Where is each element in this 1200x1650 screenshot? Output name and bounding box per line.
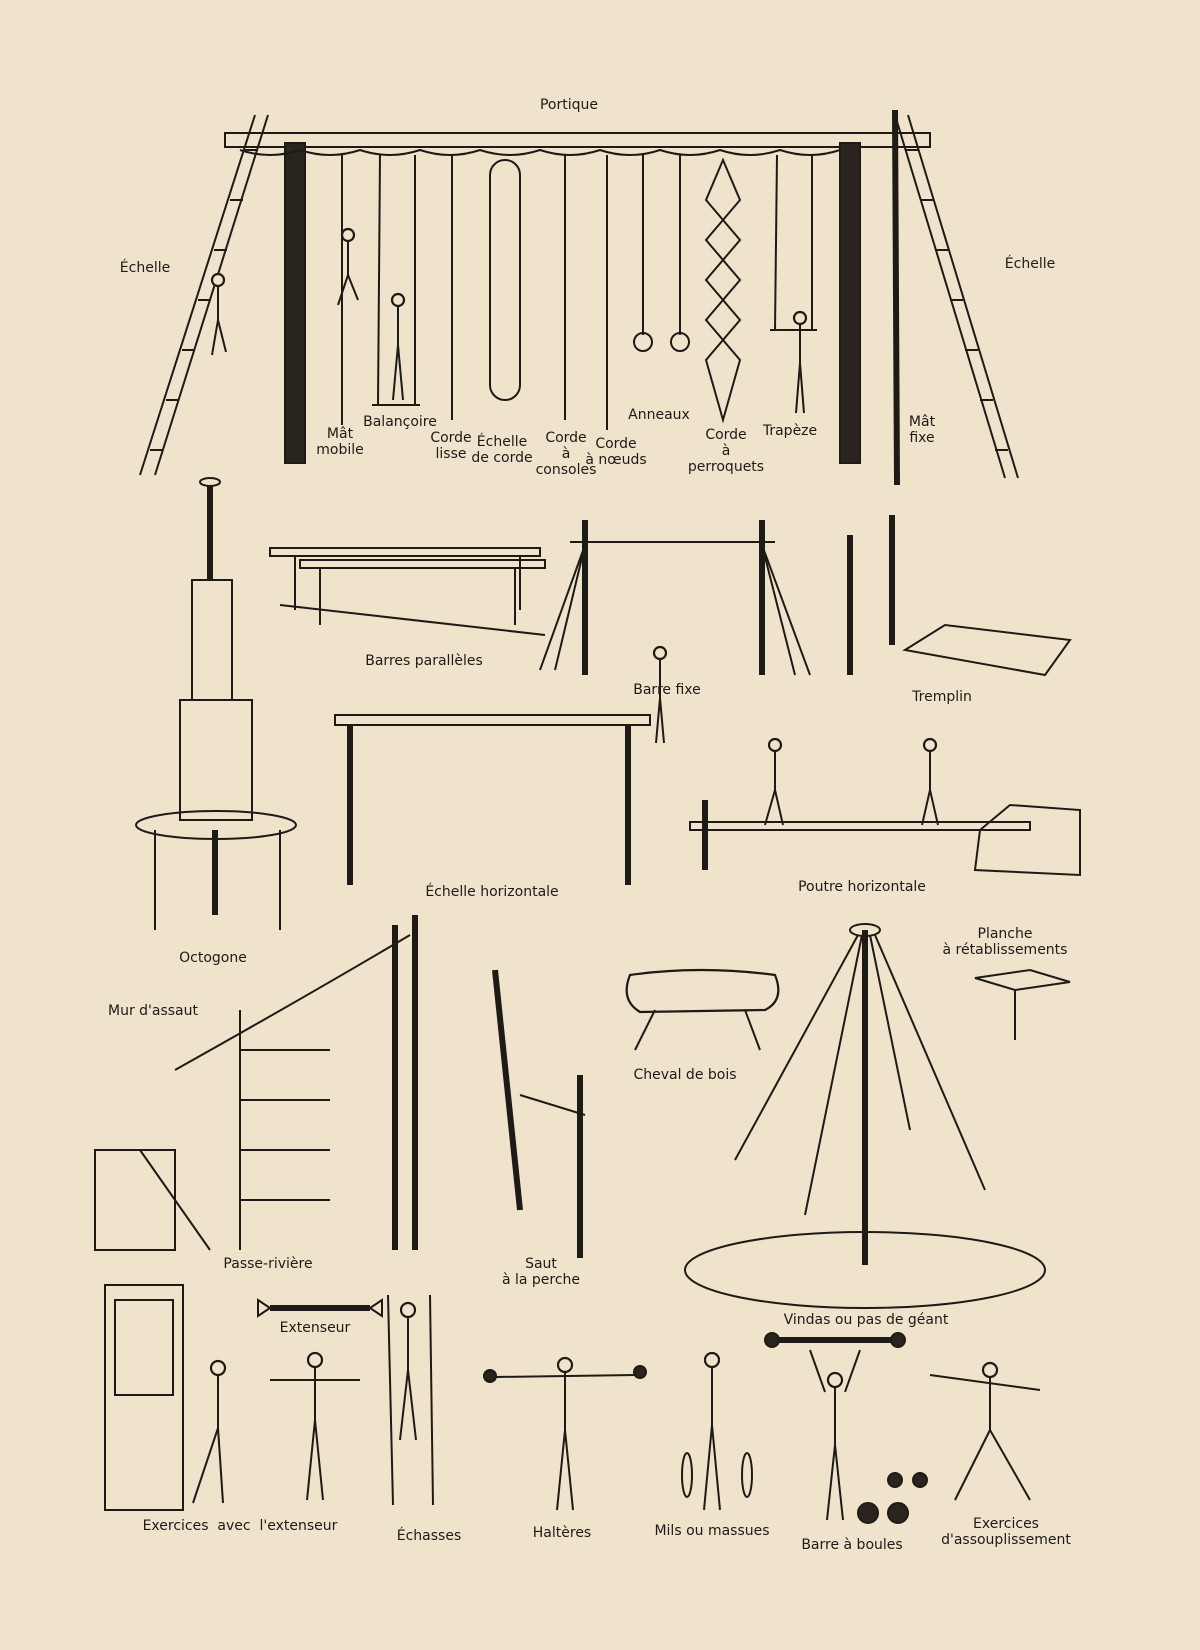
label-line: Échelle [476, 434, 528, 450]
label-portique: Portique [539, 97, 599, 113]
label-line: à [561, 446, 571, 462]
label-line: Mât [908, 414, 936, 430]
planche-a-retablissements [974, 968, 1071, 1040]
label-line: Corde [545, 430, 587, 446]
label-line: Corde [705, 427, 747, 443]
figure [652, 645, 668, 744]
label-anneaux: Anneaux [628, 407, 690, 423]
figure [494, 1356, 636, 1511]
label-poutre-horizontale: Poutre horizontale [798, 879, 926, 895]
label-line: Corde [595, 436, 637, 452]
echelle-right-ladder [894, 114, 1019, 479]
portique-frame [224, 132, 931, 464]
barre-a-boules-bar [764, 1332, 928, 1524]
label-line: perroquets [687, 459, 765, 475]
figure [387, 1294, 434, 1506]
label-echelle-right: Échelle [1004, 256, 1056, 272]
figure [792, 310, 808, 414]
label-line: de corde [471, 450, 533, 466]
label-balancoire: Balançoire [363, 414, 437, 430]
label-line: Exercices [973, 1516, 1039, 1532]
label-extenseur: Extenseur [279, 1320, 351, 1336]
label-trapeze: Trapèze [762, 423, 818, 439]
label-line: consoles [535, 462, 597, 478]
gymnast-figures [192, 227, 1041, 1521]
label-line: fixe [909, 430, 935, 446]
figure [210, 272, 227, 356]
label-vindas: Vindas ou pas de géant [783, 1312, 949, 1328]
figure [921, 737, 939, 826]
figure [337, 227, 359, 306]
figure [681, 1351, 753, 1511]
figure [390, 292, 406, 401]
label-line: Corde [430, 430, 472, 446]
figure [764, 737, 784, 826]
barre-fixe [539, 520, 811, 676]
tremplin [847, 515, 1072, 677]
label-echasses: Échasses [396, 1528, 462, 1544]
label-line: à rétablissements [942, 942, 1068, 958]
label-tremplin: Tremplin [912, 689, 972, 705]
label-echelle-horizontale: Échelle horizontale [425, 884, 559, 900]
poutre-horizontale [689, 800, 1081, 877]
figure [929, 1361, 1041, 1501]
label-mur-d-assaut: Mur d'assaut [107, 1003, 199, 1019]
label-barres-paralleles: Barres parallèles [365, 653, 483, 669]
label-line: lisse [435, 446, 467, 462]
figure [809, 1349, 861, 1521]
saut-a-la-perche [492, 969, 586, 1258]
figure [192, 1359, 227, 1504]
label-passe-riviere: Passe-rivière [223, 1256, 313, 1272]
label-octogone: Octogone [179, 950, 247, 966]
label-line: Mât [326, 426, 354, 442]
label-mils-ou-massues: Mils ou massues [654, 1523, 770, 1539]
barres-paralleles [269, 547, 546, 636]
label-line: à la perche [501, 1272, 581, 1288]
label-line: à [721, 443, 731, 459]
label-exercices-extenseur: Exercices avec l'extenseur [142, 1518, 338, 1534]
label-line: d'assouplissement [941, 1532, 1071, 1548]
label-line: Saut [525, 1256, 557, 1272]
label-line: mobile [316, 442, 364, 458]
label-line: Planche [977, 926, 1033, 942]
label-line: à nœuds [585, 452, 647, 468]
extenseur-device [257, 1298, 383, 1318]
octogone-tower [135, 477, 297, 930]
echelle-left-ladder [139, 114, 269, 476]
label-halteres: Haltères [532, 1525, 592, 1541]
label-cheval-de-bois: Cheval de bois [633, 1067, 737, 1083]
vindas-pole [684, 923, 1046, 1309]
cheval-de-bois [625, 968, 780, 1051]
mur-d-assaut [94, 915, 418, 1251]
label-echelle-left: Échelle [119, 260, 171, 276]
echelle-horizontale [334, 714, 651, 885]
label-barre-fixe: Barre fixe [633, 682, 701, 698]
figure [270, 1351, 360, 1501]
label-barre-a-boules: Barre à boules [801, 1537, 903, 1553]
door-extenseur [104, 1284, 184, 1511]
